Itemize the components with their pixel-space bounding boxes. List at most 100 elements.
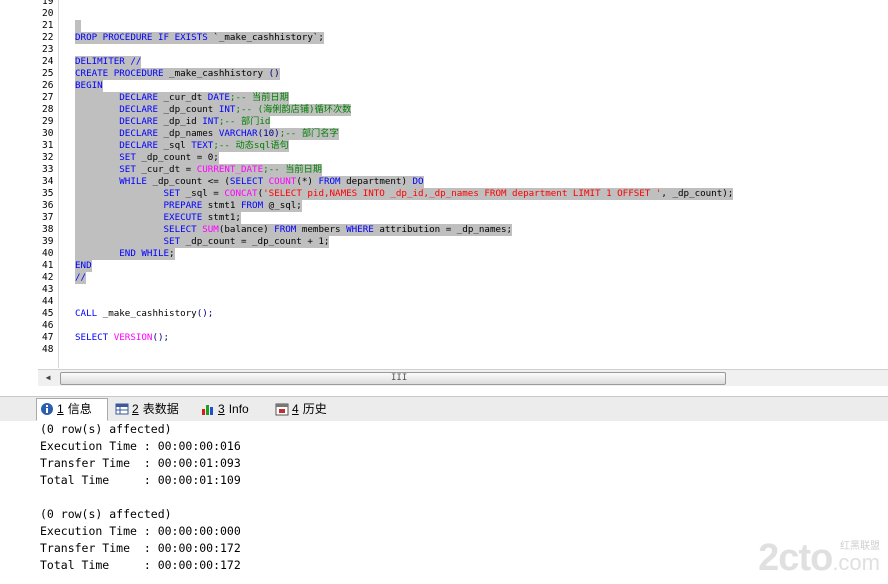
code-token: DECLARE: [75, 92, 164, 103]
tab-label: 表数据: [142, 402, 179, 416]
line-number: 44: [42, 296, 54, 307]
code-line: 39 SET _dp_count = _dp_count + 1;: [0, 236, 888, 248]
code-token: ;: [169, 248, 175, 259]
tab-number: 1: [57, 402, 64, 416]
line-number-gutter: [0, 0, 59, 368]
output-line: Total Time : 00:00:01:109: [40, 473, 241, 487]
code-token: DECLARE: [75, 104, 164, 115]
code-line: 43: [0, 284, 888, 296]
code-text: EXECUTE stmt1;: [75, 212, 241, 224]
code-token: _cur_dt =: [141, 164, 197, 175]
code-line: 19: [0, 0, 888, 8]
tab-number: 3: [218, 402, 225, 416]
code-line: 36 PREPARE stmt1 FROM @_sql;: [0, 200, 888, 212]
code-token: department): [346, 176, 413, 187]
line-number: 31: [42, 140, 54, 151]
code-token: _make_cashhistory: [102, 308, 197, 319]
code-token: _dp_count: [163, 104, 219, 115]
code-token: INT: [218, 104, 236, 115]
code-token: //: [75, 272, 87, 283]
line-number: 30: [42, 128, 54, 139]
info-bars-icon: [202, 405, 213, 415]
scrollbar-grip: III: [391, 373, 408, 383]
code-token: _dp_count <= (: [152, 176, 230, 187]
line-number: 43: [42, 284, 54, 295]
code-text: SELECT SUM(balance) FROM members WHERE a…: [75, 224, 513, 236]
line-number: 36: [42, 200, 54, 211]
code-token: DATE: [207, 92, 230, 103]
code-token: @_sql;: [268, 200, 302, 211]
code-token: _dp_id: [163, 116, 203, 127]
code-line: 37 EXECUTE stmt1;: [0, 212, 888, 224]
code-text: DECLARE _dp_count INT;-- (海俐韵店铺)循环次数: [75, 104, 352, 116]
code-token: VERSION: [113, 332, 153, 343]
code-line: 23: [0, 44, 888, 56]
code-token: ;-- 部门id: [218, 116, 271, 127]
code-token: (: [257, 188, 264, 199]
code-token: ;-- 动态sql语句: [213, 140, 289, 151]
horizontal-scrollbar[interactable]: ◀ III: [38, 369, 888, 386]
code-line: 31 DECLARE _sql TEXT;-- 动态sql语句: [0, 140, 888, 152]
scroll-left-icon[interactable]: ◀: [45, 373, 51, 382]
code-token: ;-- (海俐韵店铺)循环次数: [235, 104, 352, 115]
watermark-text: 2cto: [758, 537, 833, 579]
output-line: Execution Time : 00:00:00:016: [40, 439, 241, 453]
table-icon: [115, 403, 129, 415]
code-token: SET: [75, 152, 142, 163]
code-token: _dp_count = _dp_count + 1;: [185, 236, 330, 247]
code-text: SET _sql = CONCAT('SELECT pid,NAMES INTO…: [75, 188, 734, 200]
code-token: SET: [75, 236, 186, 247]
line-number: 37: [42, 212, 54, 223]
code-token: [75, 20, 81, 31]
code-token: CALL: [75, 308, 103, 319]
code-token: 'SELECT pid,NAMES INTO _dp_id,_dp_names …: [263, 188, 662, 199]
code-text: SET _cur_dt = CURRENT_DATE;-- 当前日期: [75, 164, 322, 176]
line-number: 46: [42, 320, 54, 331]
line-number: 25: [42, 68, 54, 79]
code-token: (balance): [218, 224, 275, 235]
line-number: 21: [42, 20, 54, 31]
code-token: BEGIN: [75, 80, 103, 91]
line-number: 20: [42, 8, 54, 19]
code-token: CREATE PROCEDURE: [75, 68, 170, 79]
output-line: (0 row(s) affected): [40, 507, 172, 521]
line-number: 29: [42, 116, 54, 127]
code-line: 35 SET _sql = CONCAT('SELECT pid,NAMES I…: [0, 188, 888, 200]
code-token: SELECT: [75, 224, 203, 235]
line-number: 27: [42, 92, 54, 103]
history-icon: [275, 403, 289, 416]
code-text: PREPARE stmt1 FROM @_sql;: [75, 200, 302, 212]
code-line: 32 SET _dp_count = 0;: [0, 152, 888, 164]
code-text: DECLARE _cur_dt DATE;-- 当前日期: [75, 92, 289, 104]
code-token: SET: [75, 188, 186, 199]
tab-label: 信息: [67, 402, 92, 416]
code-token: END: [75, 260, 92, 271]
code-text: //: [75, 272, 87, 284]
output-line: (0 row(s) affected): [40, 422, 172, 436]
code-token: FROM: [318, 176, 347, 187]
code-token: _sql: [163, 140, 192, 151]
line-number: 48: [42, 344, 54, 355]
messages-panel[interactable]: (0 row(s) affected) Execution Time : 00:…: [0, 421, 888, 584]
code-token: _dp_count = 0;: [141, 152, 219, 163]
code-token: SELECT: [75, 332, 114, 343]
line-number: 45: [42, 308, 54, 319]
line-number: 38: [42, 224, 54, 235]
output-line: Transfer Time : 00:00:00:172: [40, 541, 241, 555]
code-token: FROM: [240, 200, 269, 211]
code-text: DROP PROCEDURE IF EXISTS `_make_cashhist…: [75, 32, 324, 44]
code-token: _cur_dt: [163, 92, 208, 103]
code-token: DECLARE: [75, 140, 164, 151]
code-token: _make_cashhistory: [169, 68, 269, 79]
scrollbar-thumb[interactable]: III: [60, 372, 726, 385]
code-token: WHERE: [346, 224, 380, 235]
